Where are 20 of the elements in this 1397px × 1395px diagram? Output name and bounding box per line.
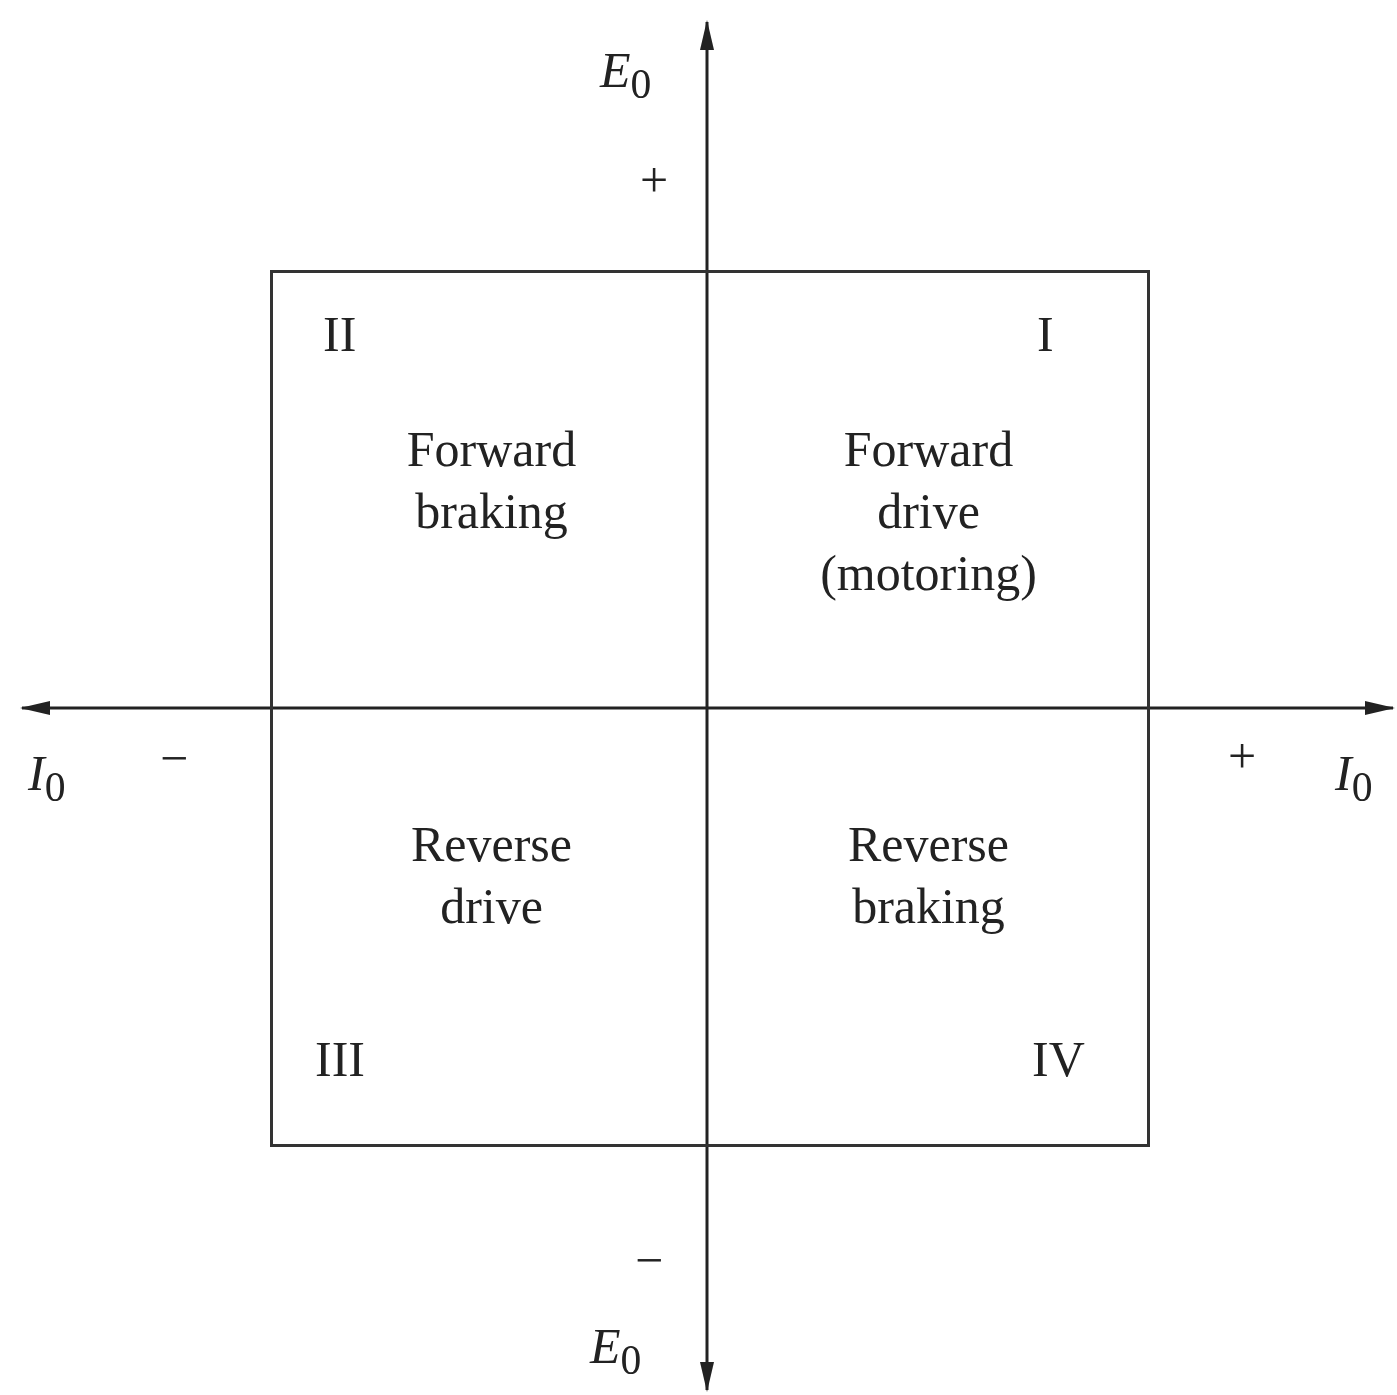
- quadrant-number: II: [323, 305, 357, 364]
- mode-label: Reverse braking: [846, 815, 1010, 936]
- sign-label: +: [1228, 728, 1257, 784]
- axis-label: E$_{0}$: [590, 1318, 642, 1385]
- quadrant-panel: [707, 708, 1150, 1147]
- mode-label: Reverse drive: [409, 815, 573, 936]
- quadrant-panel: [270, 708, 707, 1147]
- axis-label: I$_{0}$: [28, 745, 66, 812]
- sign-label: −: [160, 730, 189, 786]
- quadrant-panel: [707, 270, 1150, 708]
- sign-label: −: [635, 1232, 664, 1288]
- mode-label: Forward braking: [405, 420, 578, 541]
- quadrant-panel: [270, 270, 707, 708]
- mode-label: Forward drive (motoring): [819, 420, 1038, 603]
- axis-label: E$_{0}$: [600, 42, 652, 109]
- axis-label: I$_{0}$: [1335, 745, 1373, 812]
- quadrant-number: IV: [1032, 1030, 1085, 1089]
- quadrant-number: III: [315, 1030, 365, 1089]
- sign-label: +: [640, 152, 669, 208]
- quadrant-number: I: [1037, 305, 1054, 364]
